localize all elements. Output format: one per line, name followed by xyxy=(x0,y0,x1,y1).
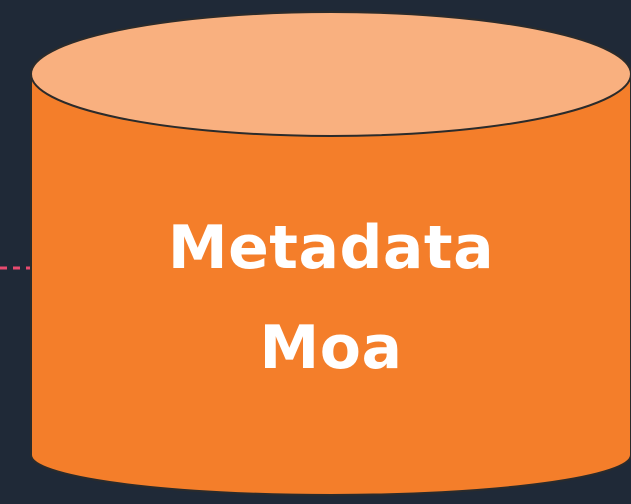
database-cylinder-top xyxy=(30,11,631,137)
database-label-line1: Metadata xyxy=(167,213,495,283)
database-cylinder-body[interactable] xyxy=(30,73,631,496)
database-label-line2: Moa xyxy=(259,313,403,383)
